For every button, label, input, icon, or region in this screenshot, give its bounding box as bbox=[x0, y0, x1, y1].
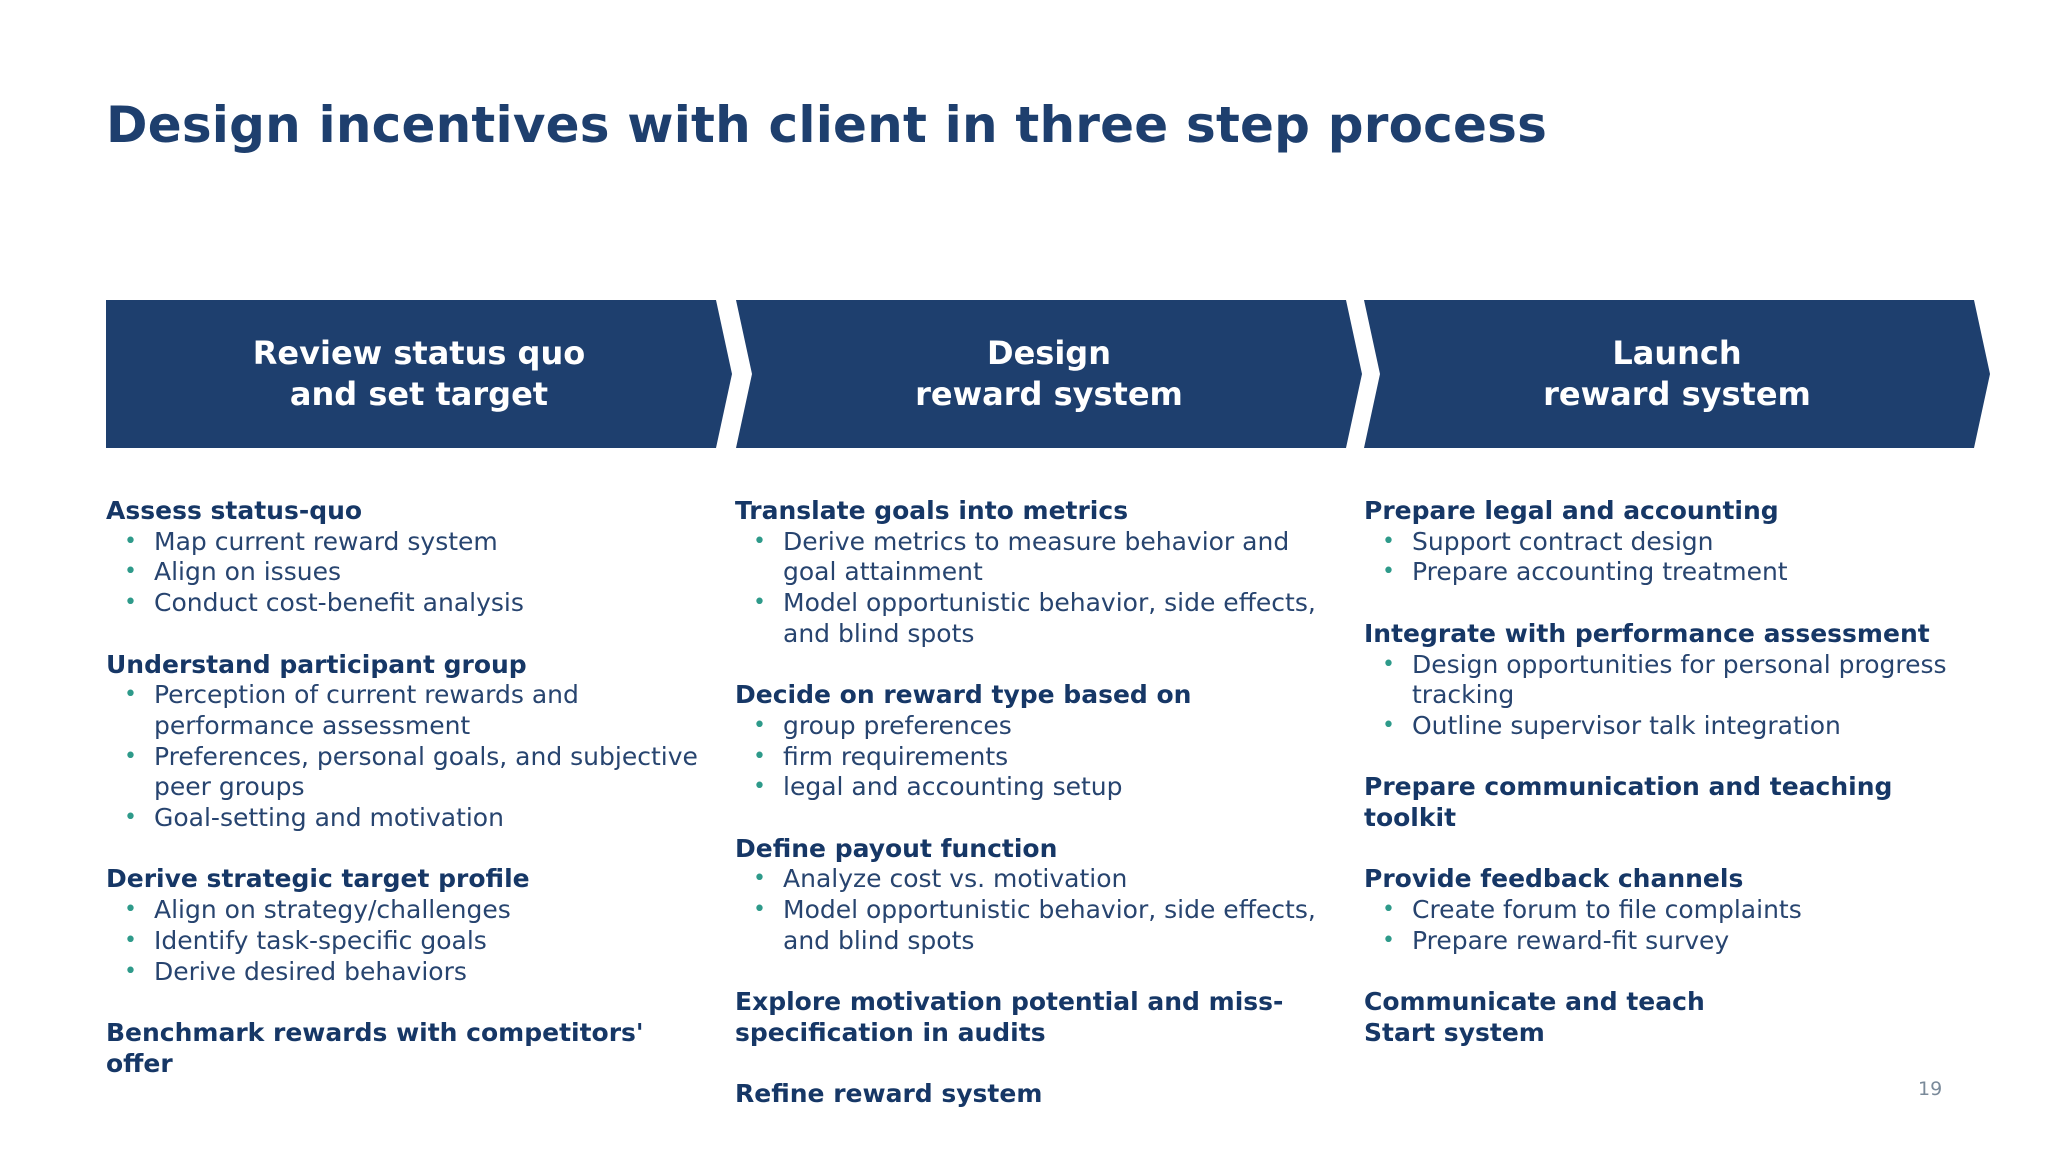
section: Communicate and teach Start system bbox=[1364, 987, 1964, 1048]
section-heading: Communicate and teach Start system bbox=[1364, 987, 1705, 1047]
bullet-item: firm requirements bbox=[735, 742, 1335, 773]
bullet-list: Map current reward systemAlign on issues… bbox=[106, 527, 706, 619]
chevron-shape bbox=[106, 300, 732, 448]
bullet-item: Design opportunities for personal progre… bbox=[1364, 650, 1964, 711]
section: Prepare communication and teaching toolk… bbox=[1364, 772, 1964, 833]
bullet-list: Perception of current rewards and perfor… bbox=[106, 680, 706, 834]
bullet-item: legal and accounting setup bbox=[735, 772, 1335, 803]
section-heading: Derive strategic target profile bbox=[106, 864, 530, 894]
bullet-item: Perception of current rewards and perfor… bbox=[106, 680, 706, 741]
step-label-design: Design reward system bbox=[915, 334, 1183, 413]
bullet-list: Support contract designPrepare accountin… bbox=[1364, 527, 1964, 588]
section-heading: Prepare communication and teaching toolk… bbox=[1364, 772, 1893, 832]
section-heading: Decide on reward type based on bbox=[735, 680, 1192, 710]
section: Prepare legal and accountingSupport cont… bbox=[1364, 496, 1964, 588]
section-heading: Understand participant group bbox=[106, 649, 527, 679]
section: Derive strategic target profileAlign on … bbox=[106, 864, 706, 987]
bullet-list: Align on strategy/challengesIdentify tas… bbox=[106, 895, 706, 987]
bullet-list: group preferencesfirm requirementslegal … bbox=[735, 711, 1335, 803]
section: Integrate with performance assessmentDes… bbox=[1364, 619, 1964, 742]
step-label-launch: Launch reward system bbox=[1543, 334, 1811, 413]
section-heading: Integrate with performance assessment bbox=[1364, 618, 1930, 648]
bullet-item: Analyze cost vs. motivation bbox=[735, 864, 1335, 895]
step-chevron-review: Review status quo and set target bbox=[106, 300, 732, 448]
section: Understand participant groupPerception o… bbox=[106, 650, 706, 834]
section-heading: Prepare legal and accounting bbox=[1364, 496, 1779, 525]
bullet-item: Support contract design bbox=[1364, 527, 1964, 558]
chevron-shape bbox=[736, 300, 1362, 448]
bullet-list: Create forum to file complaintsPrepare r… bbox=[1364, 895, 1964, 956]
slide-title: Design incentives with client in three s… bbox=[106, 96, 1548, 154]
section-heading: Define payout function bbox=[735, 833, 1058, 863]
column-design: Translate goals into metricsDerive metri… bbox=[735, 496, 1335, 1141]
section-heading: Provide feedback channels bbox=[1364, 864, 1744, 894]
bullet-item: Align on issues bbox=[106, 557, 706, 588]
section-heading: Explore motivation potential and miss-sp… bbox=[735, 987, 1284, 1047]
section: Define payout functionAnalyze cost vs. m… bbox=[735, 834, 1335, 957]
step-chevron-design: Design reward system bbox=[736, 300, 1362, 448]
section-heading: Refine reward system bbox=[735, 1079, 1043, 1109]
section: Benchmark rewards with competitors' offe… bbox=[106, 1018, 706, 1079]
column-launch: Prepare legal and accountingSupport cont… bbox=[1364, 496, 1964, 1079]
bullet-list: Design opportunities for personal progre… bbox=[1364, 650, 1964, 742]
bullet-item: Prepare accounting treatment bbox=[1364, 557, 1964, 588]
column-review: Assess status-quoMap current reward syst… bbox=[106, 496, 706, 1110]
bullet-item: Align on strategy/challenges bbox=[106, 895, 706, 926]
section: Assess status-quoMap current reward syst… bbox=[106, 496, 706, 619]
bullet-item: Create forum to file complaints bbox=[1364, 895, 1964, 926]
bullet-item: Outline supervisor talk integration bbox=[1364, 711, 1964, 742]
bullet-item: Model opportunistic behavior, side effec… bbox=[735, 588, 1335, 649]
bullet-item: Preferences, personal goals, and subject… bbox=[106, 742, 706, 803]
step-chevron-launch: Launch reward system bbox=[1364, 300, 1990, 448]
bullet-list: Derive metrics to measure behavior and g… bbox=[735, 527, 1335, 650]
section-heading: Assess status-quo bbox=[106, 496, 363, 525]
section: Translate goals into metricsDerive metri… bbox=[735, 496, 1335, 650]
bullet-item: Prepare reward-fit survey bbox=[1364, 926, 1964, 957]
section: Provide feedback channelsCreate forum to… bbox=[1364, 864, 1964, 956]
section: Refine reward system bbox=[735, 1079, 1335, 1110]
bullet-item: Derive desired behaviors bbox=[106, 957, 706, 988]
section: Explore motivation potential and miss-sp… bbox=[735, 987, 1335, 1048]
chevron-shape bbox=[1364, 300, 1990, 448]
page-number: 19 bbox=[1918, 1078, 1943, 1100]
bullet-item: Identify task-specific goals bbox=[106, 926, 706, 957]
section: Decide on reward type based ongroup pref… bbox=[735, 680, 1335, 803]
step-label-review: Review status quo and set target bbox=[252, 334, 586, 413]
bullet-item: Conduct cost-benefit analysis bbox=[106, 588, 706, 619]
section-heading: Benchmark rewards with competitors' offe… bbox=[106, 1017, 644, 1078]
bullet-item: group preferences bbox=[735, 711, 1335, 742]
bullet-item: Model opportunistic behavior, side effec… bbox=[735, 895, 1335, 956]
bullet-item: Derive metrics to measure behavior and g… bbox=[735, 527, 1335, 588]
bullet-item: Map current reward system bbox=[106, 527, 706, 558]
bullet-item: Goal-setting and motivation bbox=[106, 803, 706, 834]
bullet-list: Analyze cost vs. motivationModel opportu… bbox=[735, 864, 1335, 956]
section-heading: Translate goals into metrics bbox=[735, 496, 1129, 525]
